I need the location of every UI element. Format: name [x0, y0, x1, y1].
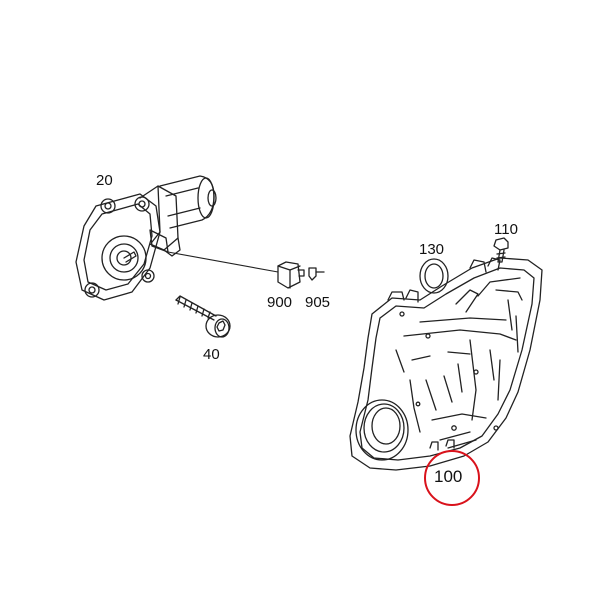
leader-line	[167, 251, 279, 273]
window-regulator-motor-drawing	[75, 175, 217, 301]
part-number-900: 900	[267, 294, 293, 311]
part-number-100: 100	[434, 467, 463, 486]
connector-drawing	[277, 261, 305, 289]
part-number-130: 130	[419, 241, 445, 258]
door-carrier-panel-drawing	[349, 257, 543, 471]
pin-drawing	[308, 267, 325, 281]
part-number-905: 905	[305, 294, 331, 311]
screw-drawing	[175, 295, 231, 338]
part-number-110: 110	[494, 221, 518, 238]
seal-ring-drawing	[419, 258, 449, 294]
part-number-20: 20	[96, 172, 113, 189]
highlight-circle	[424, 450, 480, 506]
part-number-40: 40	[203, 346, 220, 363]
